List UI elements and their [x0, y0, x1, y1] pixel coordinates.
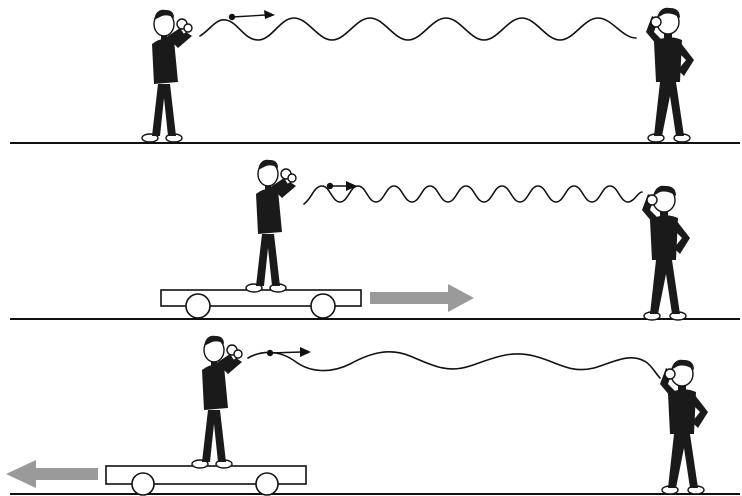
cart-wheel-left	[131, 472, 155, 496]
propagation-arrow	[231, 14, 267, 18]
listening-person	[645, 7, 695, 143]
motion-arrow-right	[370, 284, 474, 312]
shouting-person	[191, 335, 243, 469]
panel-source-moving-away	[6, 335, 740, 496]
cart	[160, 289, 362, 319]
shouting-person	[141, 9, 193, 143]
propagation-arrow-head	[346, 181, 357, 191]
propagation-arrow-head	[264, 10, 275, 19]
propagation-arrow-head	[300, 347, 311, 357]
cart	[105, 465, 307, 496]
listening-person	[659, 359, 709, 495]
panel-stationary-source	[10, 7, 740, 144]
propagation-arrow	[269, 351, 303, 354]
motion-arrow-left	[6, 460, 98, 488]
shouting-person	[245, 159, 297, 293]
sound-wave	[303, 185, 643, 205]
cart-wheel-right	[255, 472, 279, 496]
sound-wave	[199, 17, 637, 41]
sound-wave	[247, 351, 661, 379]
cart-wheel-left	[185, 293, 211, 319]
listening-person	[641, 185, 691, 321]
cart-wheel-right	[310, 293, 336, 319]
panel-source-moving-toward	[10, 159, 740, 321]
